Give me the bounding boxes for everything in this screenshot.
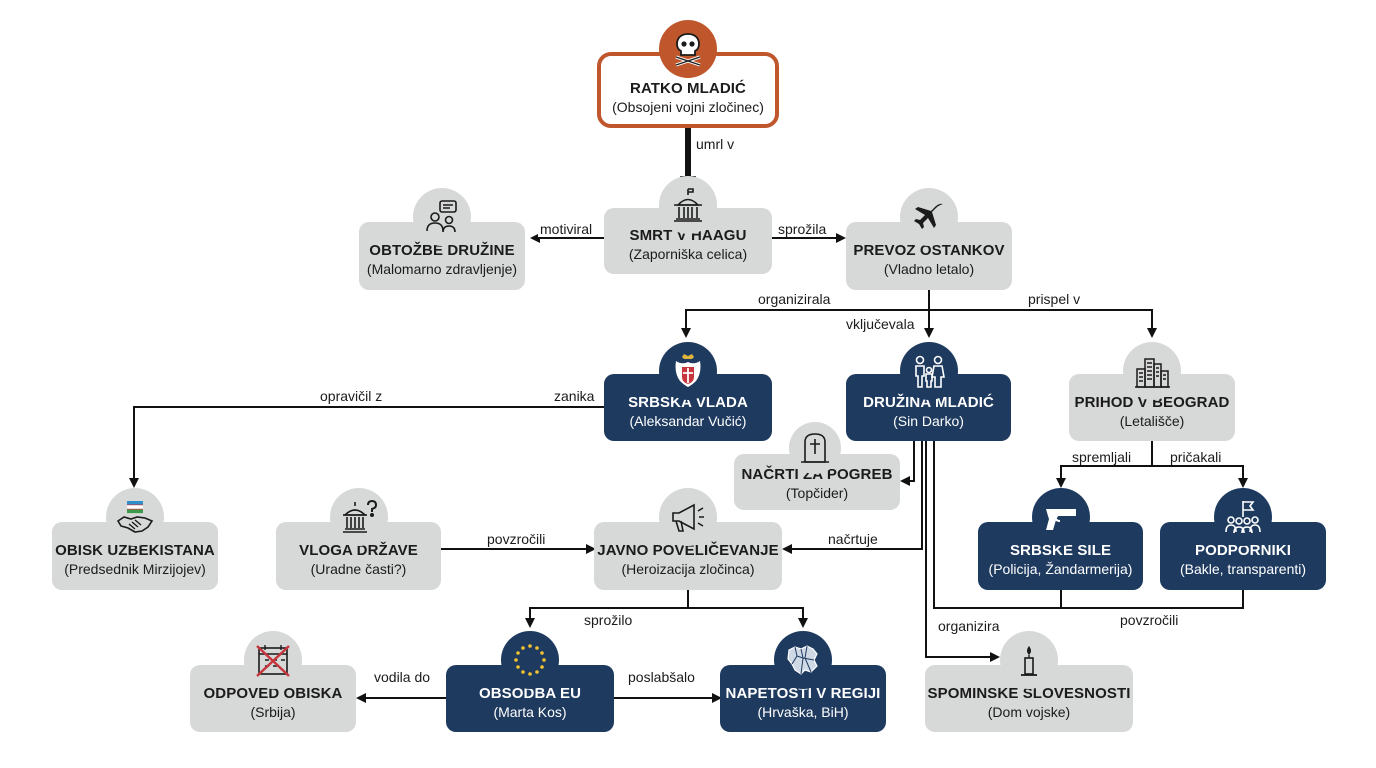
node-obtozbe-druzine[interactable]: OBTOŽBE DRUŽINE (Malomarno zdravljenje) — [359, 222, 525, 290]
edge-prevoz-prihod — [929, 309, 1157, 338]
node-title: SRBSKE SILE — [1009, 542, 1112, 559]
node-title: OBISK UZBEKISTANA — [55, 542, 215, 559]
node-subtitle: (Bakle, transparenti) — [1179, 561, 1307, 577]
edge-label-vkljucevala: vključevala — [844, 316, 917, 332]
city-skyline-icon — [1123, 342, 1181, 400]
node-title: PODPORNIKI — [1194, 542, 1291, 559]
government-question-icon — [330, 488, 388, 546]
node-subtitle: (Policija, Žandarmerija) — [988, 561, 1133, 577]
edge-label-umrl-v: umrl v — [694, 136, 737, 152]
node-subtitle: (Dom vojske) — [987, 703, 1071, 720]
node-subtitle: (Vladno letalo) — [883, 261, 975, 277]
edge-label-povzrocili-2: povzročili — [1118, 612, 1181, 628]
candle-icon — [1000, 631, 1058, 689]
node-title: ODPOVED OBISKA — [203, 684, 343, 702]
node-title: PRIHOD V BEOGRAD — [1074, 393, 1230, 411]
node-title: SPOMINSKE SLOVESNOSTI — [927, 684, 1131, 702]
edge-druzina-spominske — [925, 441, 1000, 662]
node-subtitle: (Zaporniška celica) — [628, 246, 748, 262]
cancelled-calendar-icon — [244, 631, 302, 689]
node-subtitle: (Topčider) — [785, 485, 849, 501]
courthouse-icon — [659, 176, 717, 234]
edge-label-zanika: zanika — [552, 388, 597, 404]
handshake-flag-icon — [106, 488, 164, 546]
node-title: NAČRTI ZA POGREB — [741, 466, 893, 483]
node-title: PREVOZ OSTANKOV — [853, 242, 1005, 259]
edge-label-organizirala: organizirala — [756, 291, 833, 307]
node-subtitle: (Srbija) — [250, 703, 296, 720]
edge-label-poslabsalo: poslabšalo — [626, 669, 697, 685]
edge-label-opravicil-z: opravičil z — [318, 388, 385, 404]
edge-javno-eu — [525, 590, 689, 628]
node-subtitle: (Obsojeni vojni zločinec) — [612, 99, 764, 115]
node-subtitle: (Hrvaška, BiH) — [757, 703, 849, 720]
edge-label-sprozila: sprožila — [776, 221, 829, 237]
node-title: VLOGA DRŽAVE — [299, 542, 418, 559]
edge-label-sprozilo: sprožilo — [582, 612, 635, 628]
node-obisk-uzbekistana[interactable]: OBISK UZBEKISTANA (Predsednik Mirzijojev… — [52, 522, 218, 590]
node-title: SRBSKA VLADA — [628, 393, 748, 411]
balkan-map-icon — [774, 631, 832, 689]
node-subtitle: (Letališče) — [1119, 412, 1185, 429]
edge-druzina-nacrti — [900, 441, 915, 486]
edge-label-motiviral: motiviral — [538, 221, 595, 237]
edge-label-spremljali: spremljali — [1070, 449, 1134, 465]
edge-label-organizira: organizira — [936, 618, 1002, 634]
gravestone-icon — [789, 422, 841, 474]
node-smrt-v-haagu[interactable]: SMRT V HAAGU (Zaporniška celica) — [604, 208, 772, 274]
serbian-coat-of-arms-icon — [659, 342, 717, 400]
node-title: JAVNO POVELIČEVANJE — [597, 542, 779, 559]
edge-prihod-podporniki — [1152, 465, 1248, 488]
node-prevoz-ostankov[interactable]: PREVOZ OSTANKOV (Vladno letalo) — [846, 222, 1012, 290]
node-druzina-mladic[interactable]: DRUŽINA MLADIĆ (Sin Darko) — [846, 374, 1011, 441]
node-odpoved-obiska[interactable]: ODPOVED OBISKA (Srbija) — [190, 665, 356, 732]
node-subtitle: (Uradne časti?) — [310, 561, 407, 577]
family-icon — [900, 342, 958, 400]
edge-label-prispel-v: prispel v — [1026, 291, 1083, 307]
node-title: SMRT V HAAGU — [629, 227, 747, 244]
node-title: NAPETOSTI V REGIJI — [725, 684, 881, 702]
node-title: DRUŽINA MLADIĆ — [863, 393, 994, 411]
edge-vlada-uzbek — [129, 406, 604, 488]
crowd-flag-icon — [1214, 488, 1272, 546]
edge-sile-podporniki-povzrocili — [933, 441, 1244, 609]
edge-prihod-sile — [1056, 441, 1153, 488]
edge-label-vodila-do: vodila do — [372, 669, 433, 685]
megaphone-icon — [659, 488, 717, 546]
node-subtitle: (Marta Kos) — [493, 703, 567, 720]
node-subtitle: (Malomarno zdravljenje) — [366, 261, 518, 277]
edge-javno-napetosti — [688, 607, 808, 628]
airplane-icon — [900, 188, 958, 246]
edge-druzina-javno — [782, 441, 923, 554]
edge-label-povzrocili-1: povzročili — [485, 531, 548, 547]
node-subtitle: (Heroizacija zločinca) — [621, 561, 755, 577]
node-obsodba-eu[interactable]: OBSODBA EU (Marta Kos) — [446, 665, 614, 732]
edge-label-nacrtuje: načrtuje — [826, 531, 880, 547]
node-title: OBTOŽBE DRUŽINE — [369, 242, 515, 259]
skull-crossbones-icon — [659, 20, 717, 78]
edge-label-pricakali: pričakali — [1168, 449, 1224, 465]
node-subtitle: (Aleksandar Vučić) — [629, 412, 747, 429]
eu-flag-icon — [501, 631, 559, 689]
node-subtitle: (Predsednik Mirzijojev) — [64, 561, 206, 577]
node-title: RATKO MLADIĆ — [630, 80, 746, 97]
node-subtitle: (Sin Darko) — [893, 412, 964, 429]
people-speech-icon — [413, 188, 471, 246]
pistol-icon — [1032, 488, 1090, 546]
node-title: OBSODBA EU — [478, 684, 582, 702]
